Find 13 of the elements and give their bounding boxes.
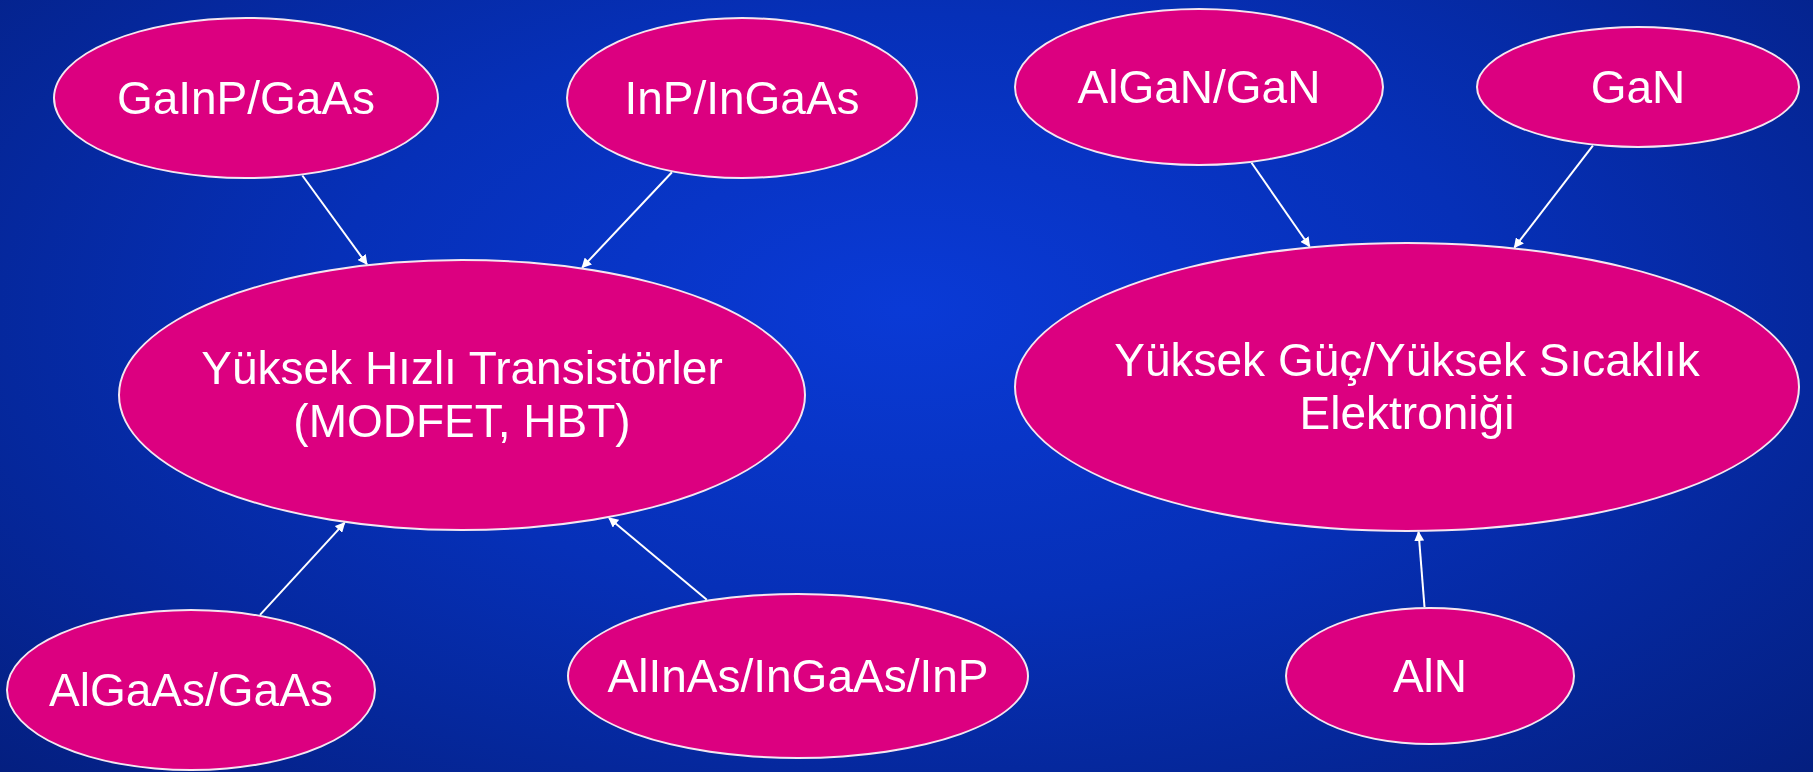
node-label: AlGaAs/GaAs <box>49 663 333 717</box>
node-label: AlN <box>1392 649 1468 703</box>
node-label: AlGaN/GaN <box>1077 60 1321 114</box>
node-label: GaN <box>1590 60 1686 114</box>
arrow <box>608 516 708 601</box>
node-label: Yüksek Güç/Yüksek Sıcaklık Elektroniği <box>1113 334 1701 440</box>
arrow <box>581 171 673 269</box>
arrow <box>259 521 346 616</box>
node-label: GaInP/GaAs <box>116 71 376 125</box>
node-label: AlInAs/InGaAs/InP <box>607 649 989 703</box>
node-label: Yüksek Hızlı Transistörler (MODFET, HBT) <box>200 342 724 448</box>
arrow <box>1414 530 1426 609</box>
node-label: InP/InGaAs <box>624 71 860 125</box>
